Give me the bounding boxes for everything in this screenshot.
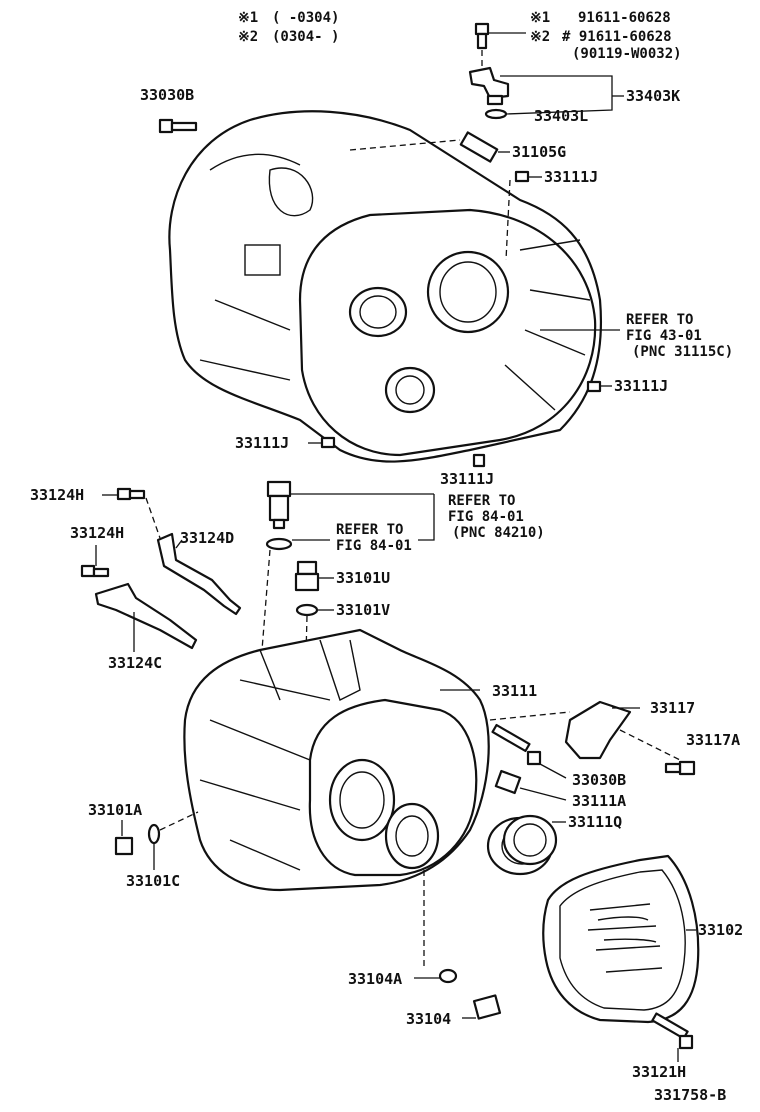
note-1-mark: ※1 [238, 10, 258, 26]
label-33101U: 33101U [336, 569, 390, 587]
sensor-note-2-alt: (90119-W0032) [572, 46, 682, 62]
stud-31105G-icon [459, 131, 499, 163]
figure-id: 331758-B [654, 1086, 726, 1104]
label-33111J-b: 33111J [614, 377, 668, 395]
bolt-91611-icon [474, 22, 526, 50]
label-33111J-c: 33111J [235, 434, 289, 452]
gasket-switch-icon [265, 537, 293, 551]
label-33124C: 33124C [108, 654, 162, 672]
ref-84-01b-line1: REFER TO [336, 522, 403, 538]
backup-light-switch-icon [266, 480, 292, 530]
note-1-range: ( -0304) [272, 10, 339, 26]
speed-sensor-33403K-icon [468, 66, 510, 106]
pin-33111J-a-icon [514, 170, 530, 183]
date-range-notes: ※1 ( -0304) ※2 (0304- ) [238, 10, 339, 45]
sensor-part-notes: ※1 91611-60628 ※2 # 91611-60628 (90119-W… [530, 10, 682, 62]
label-33403L: 33403L [534, 107, 588, 125]
label-33124H-b: 33124H [70, 524, 124, 542]
label-33104A: 33104A [348, 970, 402, 988]
label-33104: 33104 [406, 1010, 451, 1028]
gasket-33101V-icon [295, 603, 319, 617]
ref-84-01b-line2: FIG 84-01 [336, 538, 412, 554]
label-33111Q: 33111Q [568, 813, 622, 831]
ref-84-01a-line3: (PNC 84210) [452, 525, 545, 541]
sensor-note-2-mark: ※2 [530, 29, 550, 45]
gasket-33104A-icon [438, 968, 458, 984]
label-31105G: 31105G [512, 143, 566, 161]
sensor-note-2-part: # 91611-60628 [562, 29, 672, 45]
label-33117A: 33117A [686, 731, 740, 749]
label-33101C: 33101C [126, 872, 180, 890]
bracket-33124D-icon [156, 532, 242, 616]
oil-seal-33111Q-icon [486, 814, 558, 876]
ref-43-01-line1: REFER TO [626, 312, 693, 328]
label-33030B-bottom: 33030B [572, 771, 626, 789]
bolt-33117A-icon [664, 760, 696, 776]
label-33101A: 33101A [88, 801, 142, 819]
gasket-33101C-icon [147, 823, 161, 845]
plug-33104-icon [472, 994, 502, 1020]
ref-43-01-line2: FIG 43-01 [626, 328, 702, 344]
bolt-33030B-bottom-icon [491, 723, 542, 766]
bolt-33121H-icon [651, 1012, 694, 1050]
plug-33111A-icon [494, 769, 522, 795]
label-33121H: 33121H [632, 1063, 686, 1081]
label-33102: 33102 [698, 921, 743, 939]
plug-33101A-icon [114, 836, 134, 856]
ref-84-01a-line1: REFER TO [448, 493, 515, 509]
transaxle-case-33111 [183, 628, 490, 892]
label-33403K: 33403K [626, 87, 680, 105]
pin-33111J-b-icon [586, 380, 602, 393]
note-2-range: (0304- ) [272, 29, 339, 45]
case-cover-33102 [542, 854, 700, 1024]
note-2-mark: ※2 [238, 29, 258, 45]
pin-33111J-d-icon [472, 453, 486, 468]
sensor-note-1-mark: ※1 [530, 10, 550, 26]
bolt-33124H-a-icon [116, 487, 146, 501]
pin-33111J-c-icon [320, 436, 336, 449]
label-33030B-top: 33030B [140, 86, 194, 104]
o-ring-33403L-icon [484, 108, 508, 120]
ref-43-01-line3: (PNC 31115C) [632, 344, 733, 360]
plug-33101U-icon [294, 560, 320, 592]
label-33111: 33111 [492, 682, 537, 700]
label-33124H-a: 33124H [30, 486, 84, 504]
label-33117: 33117 [650, 699, 695, 717]
label-33111J-a: 33111J [544, 168, 598, 186]
label-33101V: 33101V [336, 601, 390, 619]
bracket-33124C-icon [94, 582, 198, 650]
cover-33117-icon [564, 700, 632, 760]
sensor-note-1-part: 91611-60628 [578, 10, 671, 26]
label-33111A: 33111A [572, 792, 626, 810]
bolt-33124H-b-icon [80, 564, 110, 578]
label-33111J-d: 33111J [440, 470, 494, 488]
ref-84-01a-line2: FIG 84-01 [448, 509, 524, 525]
clutch-housing-upper [168, 110, 603, 463]
label-33124D: 33124D [180, 529, 234, 547]
bolt-33030B-top-icon [158, 118, 198, 134]
